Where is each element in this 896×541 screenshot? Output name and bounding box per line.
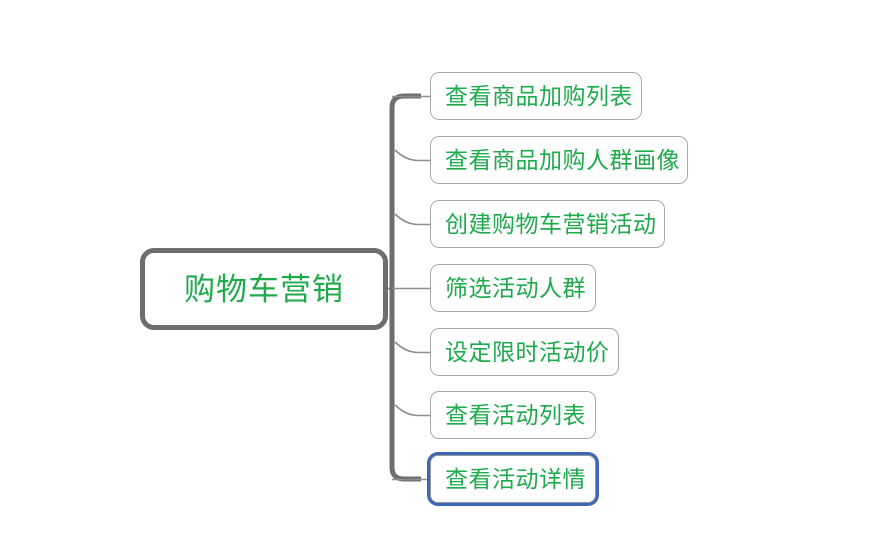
mindmap-node-4[interactable]: 筛选活动人群 bbox=[430, 264, 596, 312]
mindmap-node-7[interactable]: 查看活动详情 bbox=[430, 455, 596, 503]
root-node[interactable]: 购物车营销 bbox=[140, 248, 388, 330]
mindmap-node-2[interactable]: 查看商品加购人群画像 bbox=[430, 136, 688, 184]
edge-branch-5 bbox=[394, 341, 430, 354]
mindmap-node-5[interactable]: 设定限时活动价 bbox=[430, 328, 619, 376]
mindmap-node-1[interactable]: 查看商品加购列表 bbox=[430, 72, 642, 120]
mindmap-node-label: 查看活动列表 bbox=[445, 402, 586, 428]
mindmap-node-label: 设定限时活动价 bbox=[445, 339, 610, 365]
edge-branch-2 bbox=[394, 149, 430, 162]
root-node-label: 购物车营销 bbox=[184, 271, 344, 307]
mindmap-node-label: 查看活动详情 bbox=[445, 466, 586, 492]
mindmap-node-label: 查看商品加购列表 bbox=[445, 83, 633, 109]
mindmap-node-3[interactable]: 创建购物车营销活动 bbox=[430, 200, 665, 248]
mindmap-node-label: 创建购物车营销活动 bbox=[445, 211, 657, 237]
edge-branch-3 bbox=[394, 213, 430, 226]
mindmap-node-label: 筛选活动人群 bbox=[445, 275, 586, 301]
mindmap-node-label: 查看商品加购人群画像 bbox=[445, 147, 680, 173]
edge-branch-6 bbox=[394, 404, 430, 417]
trunk-line bbox=[389, 93, 421, 482]
mindmap-node-6[interactable]: 查看活动列表 bbox=[430, 391, 596, 439]
